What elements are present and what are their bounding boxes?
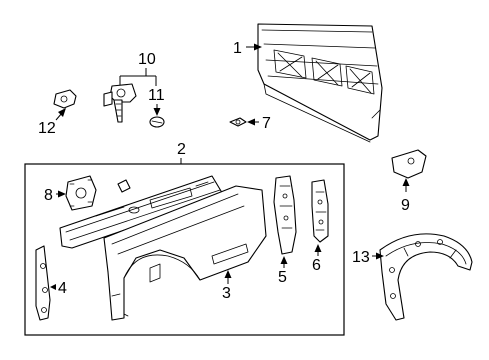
part-2-group-frame xyxy=(24,163,345,336)
part-8-bracket xyxy=(65,175,97,211)
callout-11: 11 xyxy=(148,87,165,116)
callout-8: 8 xyxy=(44,187,66,204)
callout-8-label: 8 xyxy=(44,187,53,204)
part-2-bed-rail xyxy=(59,175,225,249)
part-5-pillar xyxy=(273,175,297,255)
callout-4-label: 4 xyxy=(58,280,67,297)
callout-10: 10 xyxy=(119,51,157,86)
callout-3: 3 xyxy=(222,270,232,302)
part-11-lock-cap xyxy=(149,116,165,128)
part-1-rear-panel xyxy=(257,23,383,143)
callout-4: 4 xyxy=(50,280,67,297)
callout-1: 1 xyxy=(233,40,262,57)
callout-9-label: 9 xyxy=(401,197,410,214)
callout-6-label: 6 xyxy=(312,257,321,274)
part-12-clip xyxy=(53,89,77,109)
callout-5: 5 xyxy=(278,256,288,286)
part-2-clip xyxy=(117,179,131,193)
callout-5-label: 5 xyxy=(278,269,287,286)
callout-6: 6 xyxy=(312,244,322,274)
callout-12: 12 xyxy=(38,108,66,137)
callout-12-label: 12 xyxy=(38,120,56,137)
part-6-corner-post xyxy=(311,179,329,243)
callout-13-label: 13 xyxy=(352,249,370,266)
callout-7: 7 xyxy=(247,115,271,132)
callout-11-label: 11 xyxy=(148,87,165,104)
callout-3-label: 3 xyxy=(222,285,231,302)
callout-13: 13 xyxy=(352,249,384,266)
callout-1-label: 1 xyxy=(233,40,242,57)
part-13-wheel-liner xyxy=(379,233,473,321)
callout-2-label: 2 xyxy=(177,141,186,158)
part-10-lock-cylinder xyxy=(103,83,137,123)
callout-9: 9 xyxy=(401,178,410,214)
callout-2: 2 xyxy=(177,141,186,164)
part-3-bed-side-panel xyxy=(103,185,267,321)
callout-7-label: 7 xyxy=(262,115,271,132)
part-9-fuel-door xyxy=(391,149,427,179)
callout-10-label: 10 xyxy=(138,51,156,68)
part-7-bolt xyxy=(229,117,247,127)
part-4-bracket xyxy=(35,245,51,321)
